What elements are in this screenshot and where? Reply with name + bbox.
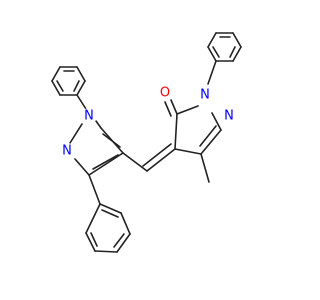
carbonyl-bond — [164, 99, 178, 117]
pyrazolone-ring — [174, 105, 222, 155]
phenyl-ring-c3 — [85, 203, 131, 253]
atom-o1: O — [157, 85, 173, 101]
methylidene-bond — [142, 143, 176, 172]
phenyl-ring-n3 — [51, 66, 86, 96]
atom-label-n3: N — [84, 109, 94, 124]
pyrazole-ring — [69, 120, 124, 176]
atom-n2: N — [221, 108, 237, 124]
atom-n4: N — [59, 143, 75, 159]
bond-methylidene-pyrazole — [122, 152, 148, 172]
molecule-structure-diagram: O N N N N — [51, 32, 242, 253]
atom-label-n4: N — [62, 144, 72, 159]
bond-ph-n1 — [207, 60, 217, 85]
atom-n3: N — [81, 108, 97, 124]
atom-n1: N — [197, 87, 213, 103]
bond-ph-c3 — [88, 174, 101, 205]
bond-ph-n3 — [76, 94, 87, 110]
methyl-bond — [200, 153, 210, 183]
phenyl-ring-n1 — [207, 32, 242, 62]
atom-label-n2: N — [224, 109, 234, 124]
atom-label-n1: N — [200, 88, 210, 103]
atom-label-o1: O — [160, 86, 170, 101]
